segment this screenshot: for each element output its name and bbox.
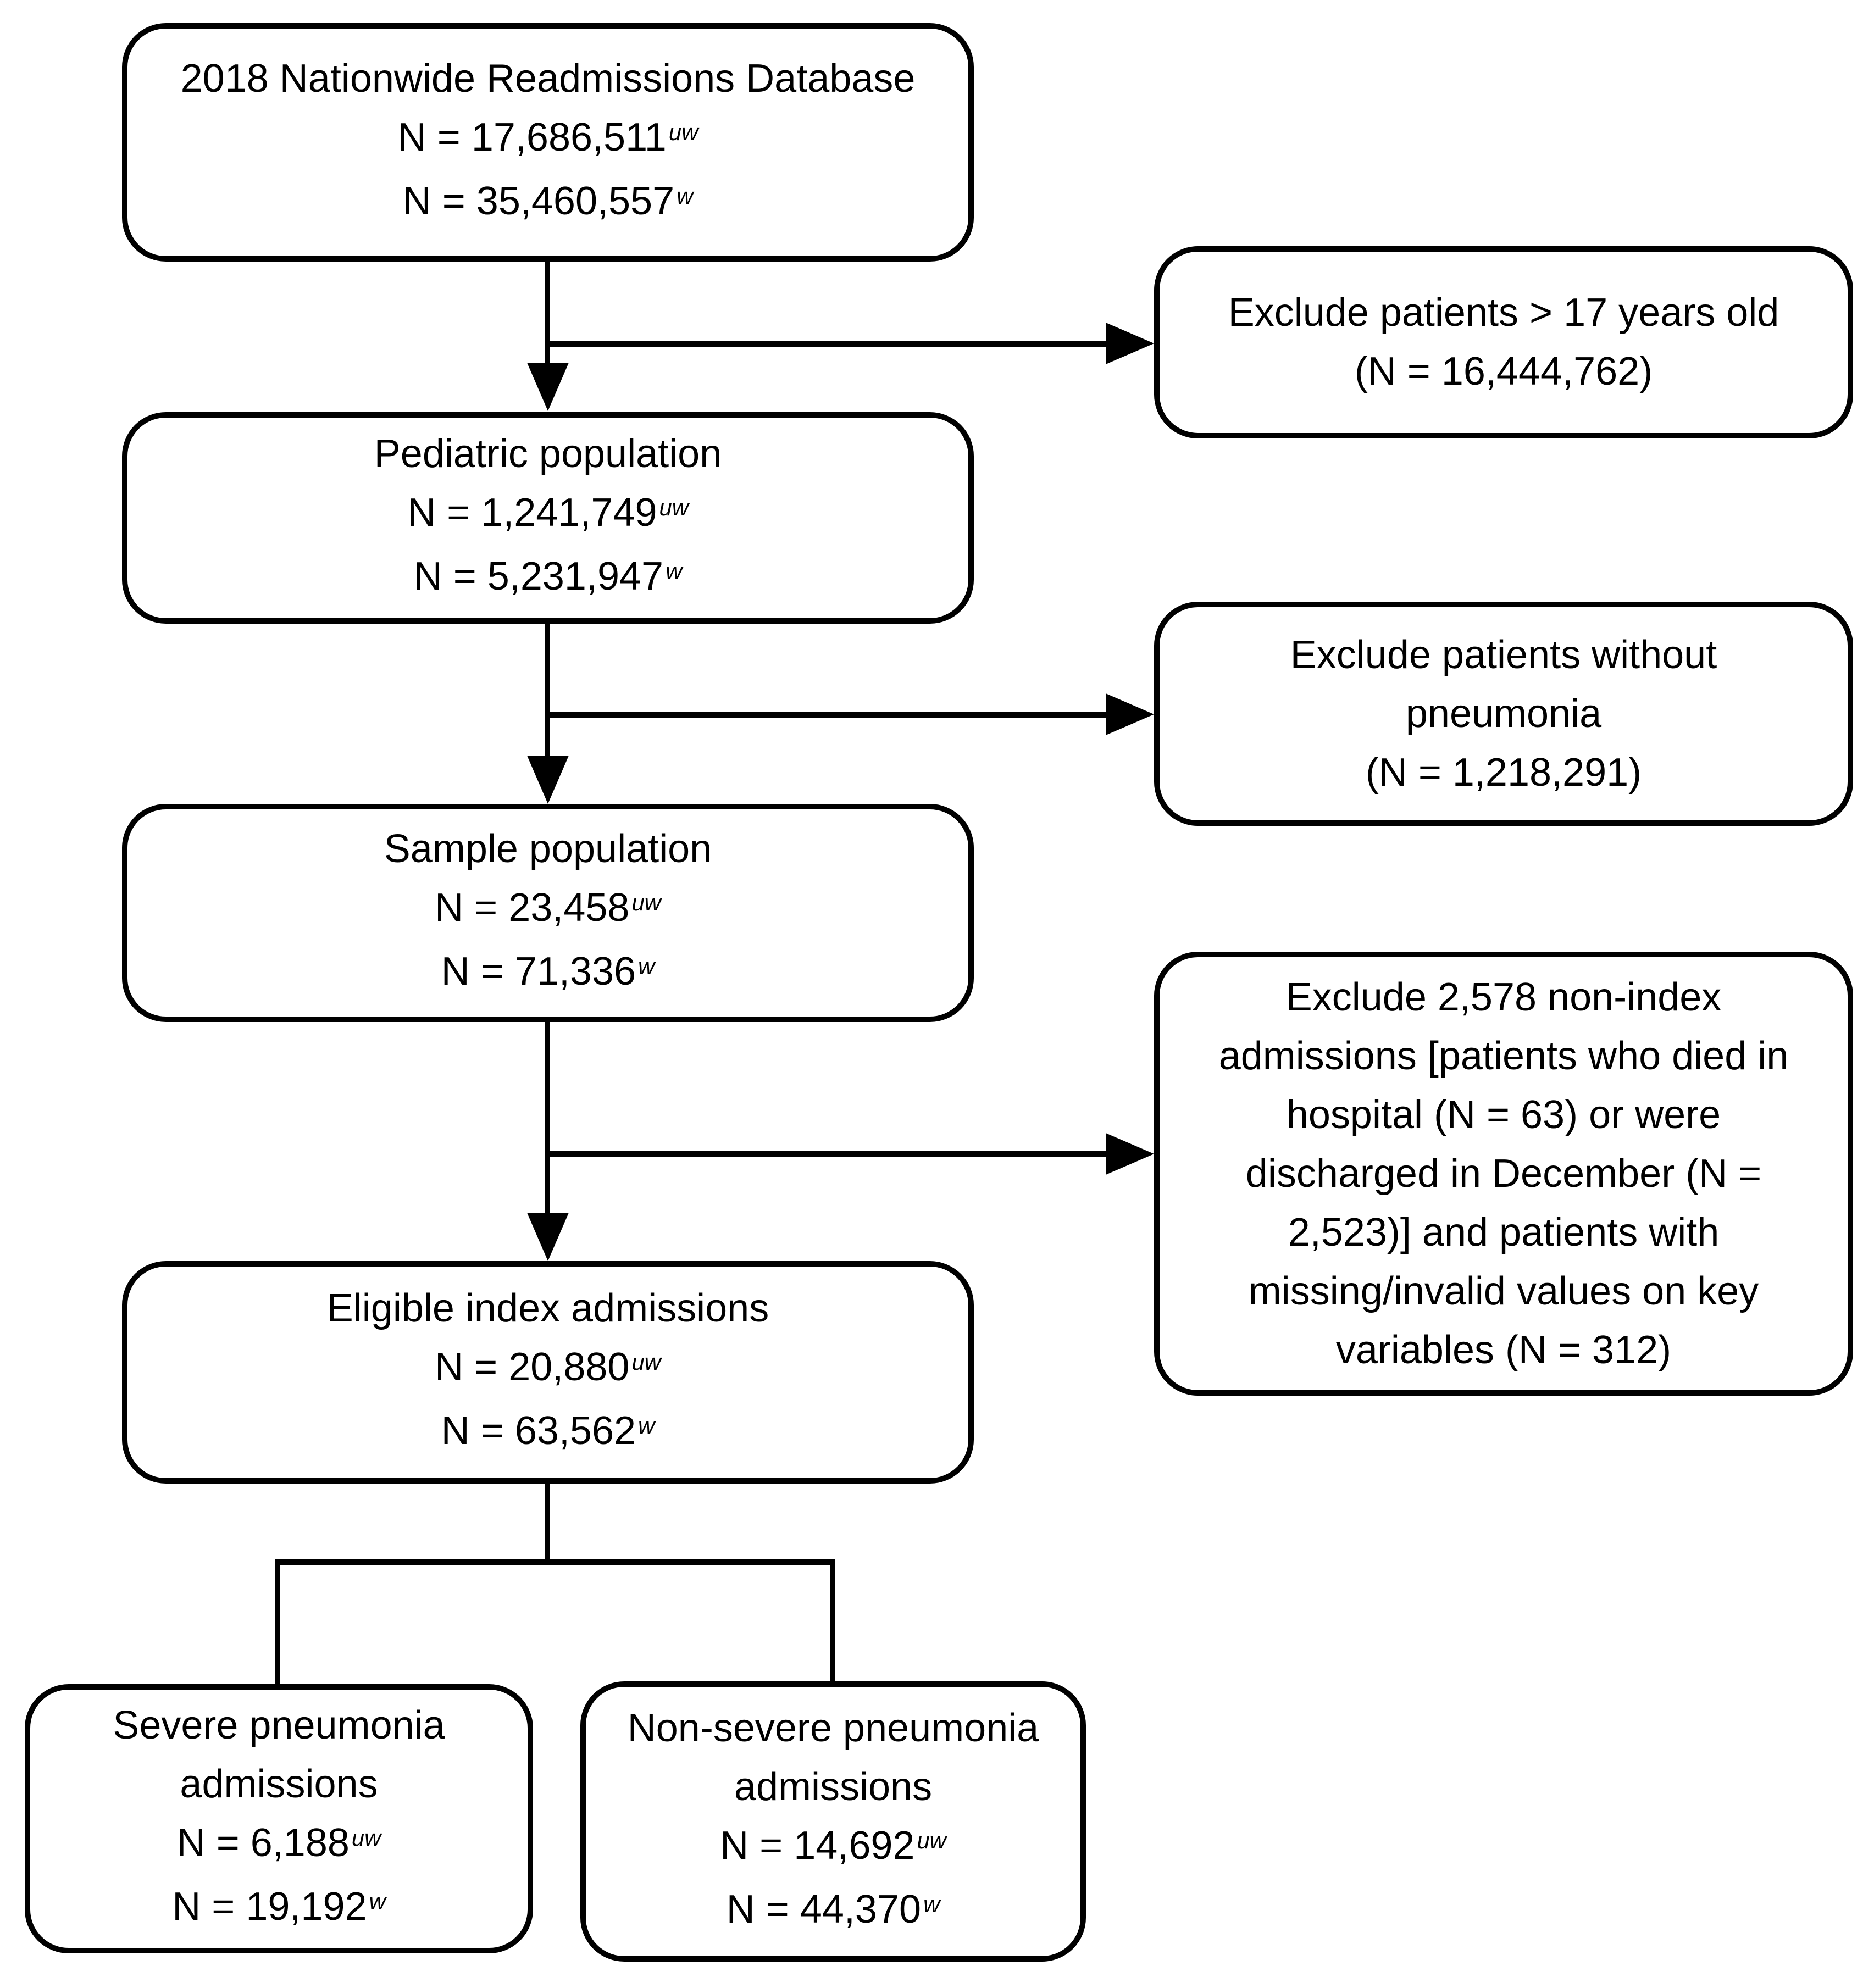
arrowhead-into-sample bbox=[527, 756, 569, 804]
superscript-uw: uw bbox=[631, 890, 661, 916]
box-exclude-patients-over-17: Exclude patients > 17 years old (N = 16,… bbox=[1154, 246, 1853, 438]
box-exclude-without-pneumonia: Exclude patients without pneumonia (N = … bbox=[1154, 602, 1853, 826]
arrowhead-into-exclude-nonindex bbox=[1106, 1133, 1154, 1175]
arrowhead-into-exclude-pneumonia bbox=[1106, 693, 1154, 735]
superscript-uw: uw bbox=[659, 495, 689, 521]
arrowhead-into-eligible bbox=[527, 1213, 569, 1261]
box-2018-nationwide-readmissions-database: 2018 Nationwide Readmissions Database N … bbox=[122, 23, 974, 262]
box-title: Severe pneumonia admissions bbox=[113, 1703, 445, 1806]
arrowhead-into-exclude-age bbox=[1106, 323, 1154, 364]
box-severe-pneumonia-admissions: Severe pneumonia admissions N = 6,188uw … bbox=[25, 1684, 533, 1953]
exclusion-count: (N = 1,218,291) bbox=[1365, 750, 1642, 795]
box-title: Pediatric population bbox=[374, 432, 722, 476]
connector-split-horizontal bbox=[277, 1559, 834, 1565]
box-title: Sample population bbox=[384, 827, 712, 871]
connector-down-to-severe bbox=[275, 1559, 280, 1684]
n-unweighted: N = 20,880uw bbox=[435, 1345, 661, 1389]
n-unweighted: N = 23,458uw bbox=[435, 886, 661, 930]
connector-sample-to-eligible bbox=[545, 1022, 550, 1213]
connector-to-exclude-age bbox=[548, 341, 1106, 347]
n-weighted: N = 71,336w bbox=[441, 949, 655, 993]
n-unweighted: N = 14,692uw bbox=[720, 1824, 946, 1868]
exclusion-text: Exclude patients without pneumonia bbox=[1290, 632, 1717, 736]
connector-pediatric-to-sample bbox=[545, 624, 550, 756]
n-weighted: N = 19,192w bbox=[172, 1885, 386, 1929]
n-weighted: N = 63,562w bbox=[441, 1409, 655, 1453]
arrowhead-into-pediatric bbox=[527, 363, 569, 411]
exclusion-text: Exclude patients > 17 years old bbox=[1228, 291, 1779, 335]
superscript-w: w bbox=[677, 182, 694, 209]
box-pediatric-population: Pediatric population N = 1,241,749uw N =… bbox=[122, 412, 974, 624]
superscript-w: w bbox=[369, 1889, 386, 1915]
connector-down-to-nonsevere bbox=[830, 1559, 835, 1681]
n-unweighted: N = 1,241,749uw bbox=[407, 491, 689, 535]
box-title: 2018 Nationwide Readmissions Database bbox=[180, 56, 916, 101]
box-title: Eligible index admissions bbox=[326, 1286, 769, 1330]
n-weighted: N = 5,231,947w bbox=[413, 554, 683, 598]
connector-database-to-pediatric bbox=[545, 262, 550, 363]
superscript-uw: uw bbox=[917, 1828, 946, 1854]
connector-to-exclude-pneumonia bbox=[548, 712, 1106, 718]
n-weighted: N = 44,370w bbox=[726, 1887, 940, 1931]
box-sample-population: Sample population N = 23,458uw N = 71,33… bbox=[122, 804, 974, 1022]
connector-to-exclude-nonindex bbox=[548, 1151, 1106, 1157]
superscript-uw: uw bbox=[631, 1349, 661, 1375]
superscript-w: w bbox=[923, 1891, 940, 1918]
n-unweighted: N = 17,686,511uw bbox=[397, 115, 698, 159]
superscript-uw: uw bbox=[668, 119, 698, 145]
box-exclude-nonindex-admissions: Exclude 2,578 non-index admissions [pati… bbox=[1154, 952, 1853, 1396]
n-weighted: N = 35,460,557w bbox=[402, 179, 694, 223]
superscript-w: w bbox=[638, 1413, 655, 1439]
box-eligible-index-admissions: Eligible index admissions N = 20,880uw N… bbox=[122, 1261, 974, 1484]
box-title: Non-severe pneumonia admissions bbox=[627, 1706, 1039, 1809]
exclusion-count: (N = 16,444,762) bbox=[1354, 349, 1653, 393]
connector-eligible-down bbox=[545, 1484, 550, 1564]
exclusion-text: Exclude 2,578 non-index admissions [pati… bbox=[1218, 975, 1789, 1372]
box-nonsevere-pneumonia-admissions: Non-severe pneumonia admissions N = 14,6… bbox=[580, 1681, 1086, 1962]
superscript-uw: uw bbox=[351, 1825, 381, 1851]
superscript-w: w bbox=[666, 558, 683, 585]
n-unweighted: N = 6,188uw bbox=[176, 1821, 381, 1865]
superscript-w: w bbox=[638, 953, 655, 980]
